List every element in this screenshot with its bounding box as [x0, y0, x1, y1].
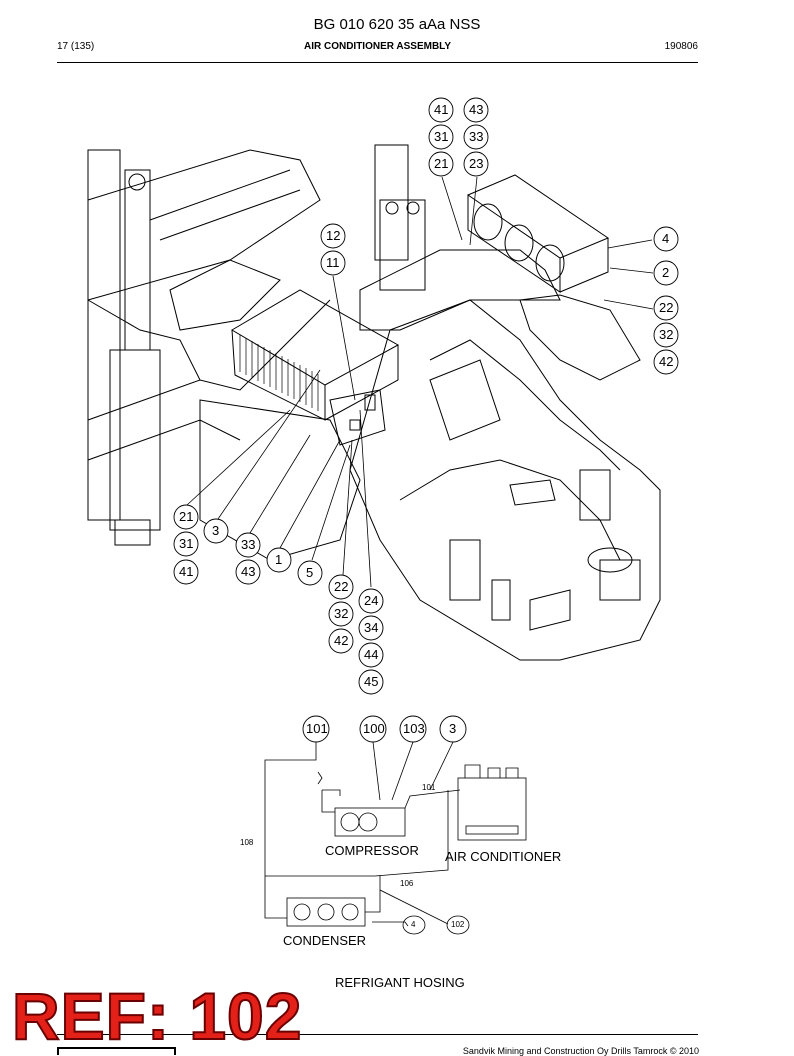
small-callout-102: 102 [451, 920, 465, 929]
callout-41b [173, 559, 199, 585]
callout-label: 33 [469, 129, 484, 144]
callout-label: 45 [364, 674, 379, 689]
machine-frame-drawing [87, 144, 661, 661]
callout-label: 34 [364, 620, 379, 635]
small-callout-4: 4 [411, 920, 416, 929]
callout-label: 22 [659, 300, 674, 315]
callout-label: 2 [662, 265, 670, 280]
callout-label: 11 [326, 255, 340, 270]
hose-label-101: 101 [422, 783, 436, 792]
callout-label: 5 [306, 565, 314, 580]
schematic-callout-label: 101 [306, 721, 328, 736]
schematic-callout-label: 100 [363, 721, 385, 736]
callout-21b [173, 504, 199, 530]
doc-code: 190806 [664, 41, 698, 52]
callout-24 [358, 588, 384, 614]
callout-3a [203, 518, 229, 544]
callout-4 [653, 226, 679, 252]
callout-label: 42 [659, 354, 674, 369]
callout-label: 43 [469, 102, 484, 117]
callout-1 [266, 547, 292, 573]
callout-label: 44 [364, 647, 379, 662]
callout-3b [439, 715, 467, 743]
doc-number: BG 010 620 35 aAa NSS [313, 16, 481, 33]
callout-5 [297, 560, 323, 586]
hose-label-108: 108 [240, 838, 254, 847]
schematic-callout-label: 103 [403, 721, 425, 736]
callout-label: 23 [469, 156, 484, 171]
callout-label: 33 [241, 537, 256, 552]
callout-label: 31 [179, 536, 194, 551]
callout-31a [428, 124, 454, 150]
schematic-callouts [302, 715, 467, 743]
callout-label: 43 [241, 564, 256, 579]
section-title: AIR CONDITIONER ASSEMBLY [303, 41, 452, 52]
callout-2 [653, 260, 679, 286]
callout-label: 31 [434, 129, 449, 144]
callout-23a [463, 151, 489, 177]
page-number: 17 (135) [57, 41, 95, 52]
callout-11 [320, 250, 346, 276]
callout-42a [653, 349, 679, 375]
callout-label: 12 [326, 228, 341, 243]
footer-rule [57, 1034, 698, 1035]
refrigerant-schematic [264, 741, 527, 935]
schematic-callout-label: 3 [449, 721, 457, 736]
callout-label: 24 [364, 593, 379, 608]
callout-22b [328, 574, 354, 600]
callout-43b [235, 559, 261, 585]
callout-100 [359, 715, 387, 743]
callout-label: 42 [334, 633, 349, 648]
callout-32a [653, 322, 679, 348]
callout-31b [173, 531, 199, 557]
callout-22a [653, 295, 679, 321]
callout-44 [358, 642, 384, 668]
callout-103 [399, 715, 427, 743]
callout-12 [320, 223, 346, 249]
callout-label: 3 [212, 523, 220, 538]
condenser-label: CONDENSER [283, 933, 367, 948]
callout-41a [428, 97, 454, 123]
callout-45 [358, 669, 384, 695]
callout-label: 32 [659, 327, 674, 342]
header-rule [57, 62, 698, 63]
callout-label: 41 [434, 102, 449, 117]
schematic-title: REFRIGANT HOSING [335, 975, 465, 990]
leader-lines [186, 176, 654, 588]
callout-label: 21 [179, 509, 194, 524]
callout-label: 21 [434, 156, 449, 171]
company-logo [57, 1047, 176, 1055]
callout-101 [302, 715, 330, 743]
callout-43a [463, 97, 489, 123]
callout-34 [358, 615, 384, 641]
callout-label: 4 [662, 231, 670, 246]
callout-label: 1 [275, 552, 283, 567]
hose-label-106: 106 [400, 879, 414, 888]
callout-32b [328, 601, 354, 627]
callout-label: 41 [179, 564, 194, 579]
callout-21a [428, 151, 454, 177]
callout-33a [463, 124, 489, 150]
callout-label: 22 [334, 579, 349, 594]
callout-42b [328, 628, 354, 654]
top-callouts [173, 97, 679, 695]
callout-label: 32 [334, 606, 349, 621]
compressor-label: COMPRESSOR [325, 843, 419, 858]
reference-stamp: REF: 102 [11, 979, 303, 1053]
footer-copyright: Sandvik Mining and Construction Oy Drill… [462, 1046, 699, 1056]
callout-33b [235, 532, 261, 558]
air-conditioner-label: AIR CONDITIONER [445, 849, 562, 864]
